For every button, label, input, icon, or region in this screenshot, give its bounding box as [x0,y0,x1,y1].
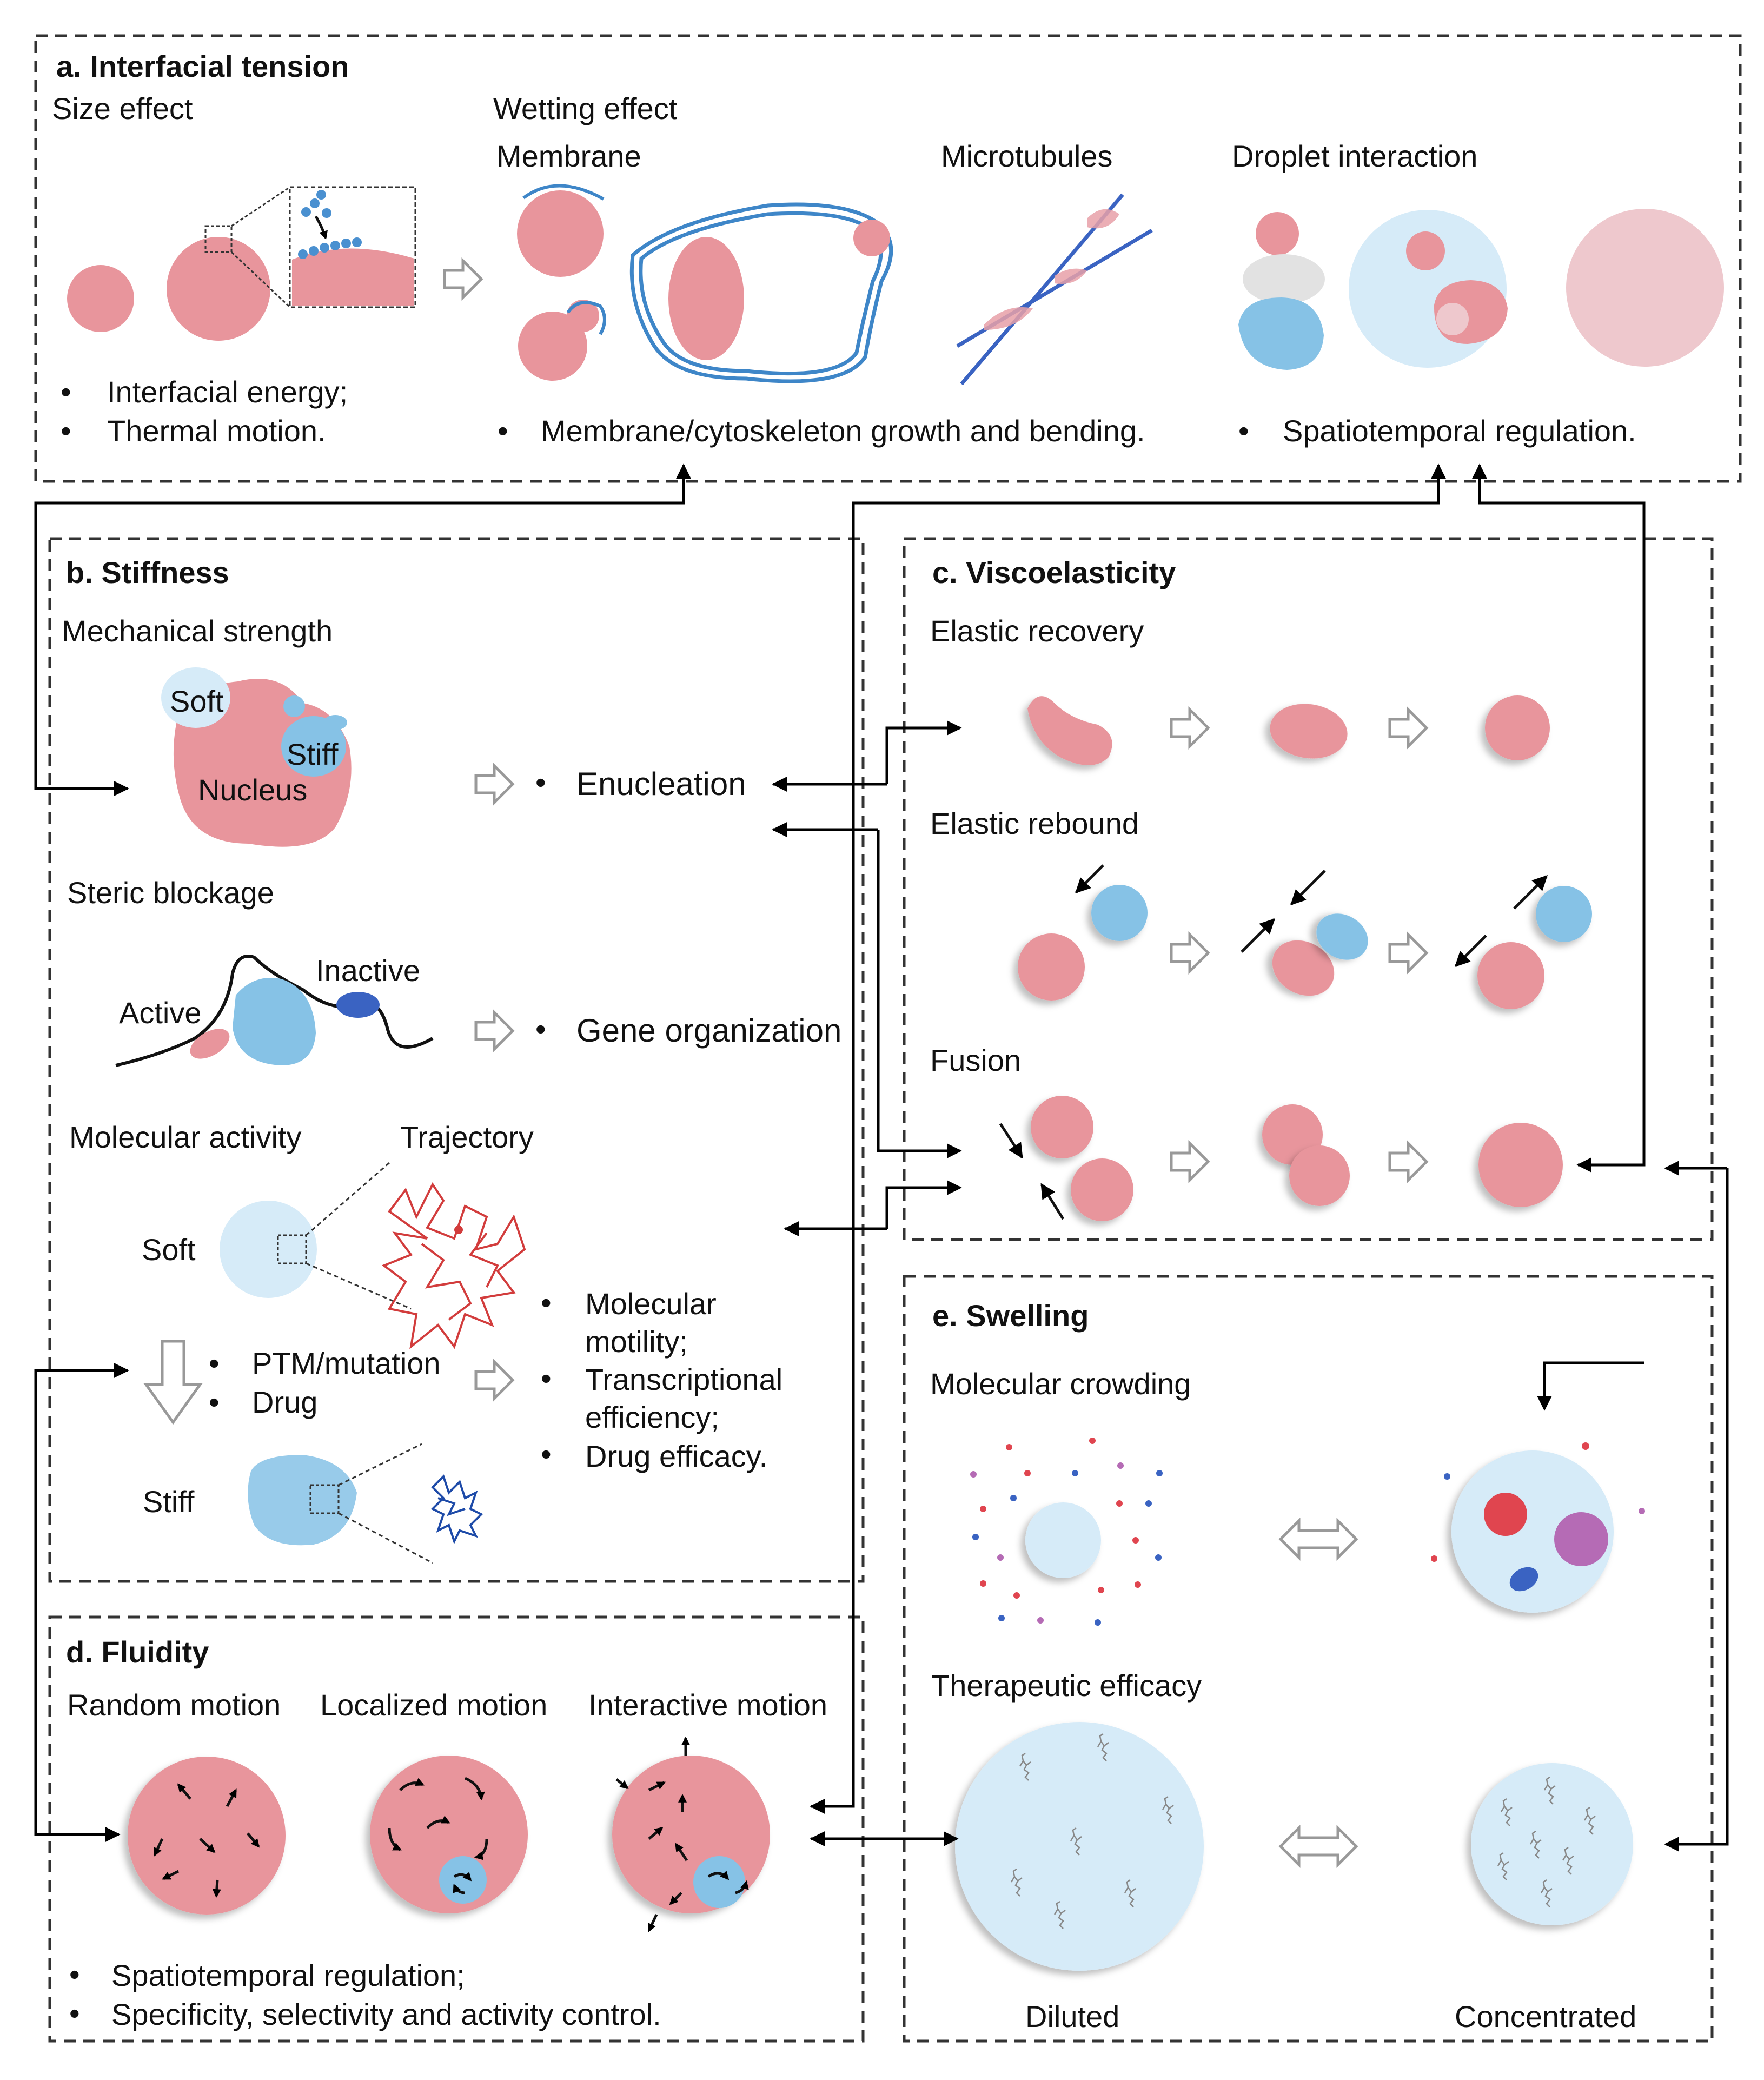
bullet-interfacial-energy: Interfacial energy; [107,375,348,409]
svg-text:•: • [541,1361,552,1395]
panel-b-title: b. Stiffness [66,555,229,589]
fused-result [1478,1123,1563,1207]
droplet-membrane [517,190,604,277]
zoom-box [204,225,233,253]
trajectory-stiff [430,1474,483,1545]
diluted-droplet-small [1025,1502,1101,1578]
panel-c-frame [903,537,1714,1241]
bullet-d-spatiotemporal: Spatiotemporal regulation; [111,1958,465,1992]
interactive-motion-droplet [612,1756,770,1913]
panel-d-title: d. Fluidity [66,1635,209,1669]
panel-d-frame [48,1615,865,2043]
fusion-label: Fusion [930,1043,1021,1077]
molecules-on-surface [298,190,362,259]
membrane-label: Membrane [496,139,641,173]
steric-blockage-label: Steric blockage [67,876,274,910]
scattered-molecules [970,1438,1163,1626]
svg-text:•: • [535,765,546,799]
panel-a-frame [34,34,1742,483]
stiff-condensate [248,1455,357,1546]
inactive-label: Inactive [316,953,420,988]
bullet-membrane-growth: Membrane/cytoskeleton growth and bending… [541,414,1145,448]
microtubules-label: Microtubules [941,139,1112,173]
soft-condensate [220,1201,317,1298]
interactive-motion-label: Interactive motion [588,1688,827,1722]
bullet-thermal-motion: Thermal motion. [107,414,326,448]
elastic-rebound-label: Elastic rebound [930,806,1139,840]
outcome-efficiency: efficiency; [585,1400,719,1434]
outcome-motility: motility; [585,1324,688,1359]
panel-b-frame [48,537,865,1583]
crowded-droplet [1451,1450,1614,1613]
svg-text:•: • [209,1346,220,1380]
stiff-activity-label: Stiff [143,1485,195,1519]
svg-text:•: • [209,1385,220,1419]
soft-label: Soft [170,684,224,718]
down-hollow-arrow [143,1340,203,1425]
active-label: Active [119,996,202,1030]
deformed-droplet [1027,696,1112,765]
outcome-transcriptional: Transcriptional [585,1362,782,1396]
random-motion-droplet [128,1757,286,1915]
panel-a-title: a. Interfacial tension [56,49,349,83]
trajectory-label: Trajectory [400,1120,534,1154]
drug-label: Drug [252,1385,317,1419]
svg-text:•: • [69,1957,80,1991]
outcome-molecular: Molecular [585,1287,717,1321]
svg-text:•: • [535,1012,546,1046]
svg-text:•: • [1238,414,1249,448]
panel-c-title: c. Viscoelasticity [932,555,1176,589]
panel-e-title: e. Swelling [932,1299,1089,1333]
svg-text:•: • [541,1437,552,1471]
droplet-interaction-label: Droplet interaction [1232,139,1477,173]
enucleation-label: Enucleation [576,766,746,802]
mechanical-strength-label: Mechanical strength [62,614,333,648]
svg-text:•: • [61,414,71,448]
soft-activity-label: Soft [142,1233,196,1267]
panel-e-frame [903,1275,1714,2043]
small-droplet [67,265,134,332]
bullet-d-specificity: Specificity, selectivity and activity co… [111,1997,661,2031]
outcome-drug-efficacy: Drug efficacy. [585,1439,767,1473]
ptm-label: PTM/mutation [252,1346,441,1380]
diluted-label: Diluted [1025,1999,1119,2033]
localized-motion-droplet [370,1756,528,1913]
molecular-crowding-label: Molecular crowding [930,1367,1191,1401]
fused-droplet [1566,209,1724,367]
bullet-spatiotemporal: Spatiotemporal regulation. [1283,414,1636,448]
dna-strand [115,955,434,1067]
connector-lines [34,463,1729,1852]
concentrated-label: Concentrated [1455,1999,1636,2033]
trajectory-soft [381,1182,526,1349]
svg-text:•: • [498,414,508,448]
large-droplet [167,237,270,341]
membrane-outer [629,202,893,383]
therapeutic-efficacy-label: Therapeutic efficacy [931,1668,1202,1703]
elastic-recovery-label: Elastic recovery [930,614,1144,648]
molecular-activity-label: Molecular activity [69,1120,301,1154]
svg-text:•: • [69,1996,80,2030]
random-motion-label: Random motion [67,1688,281,1722]
gene-organization-label: Gene organization [576,1012,841,1049]
wetting-effect-label: Wetting effect [493,91,678,125]
diluted-drug-droplet [955,1722,1204,1971]
recovered-droplet [1485,695,1550,760]
svg-text:•: • [541,1286,552,1320]
size-effect-label: Size effect [52,91,193,125]
localized-motion-label: Localized motion [320,1688,547,1722]
stiff-label: Stiff [287,737,339,771]
svg-text:•: • [61,375,71,409]
nucleus-label: Nucleus [198,773,307,807]
concentrated-drug-droplet [1471,1763,1633,1925]
